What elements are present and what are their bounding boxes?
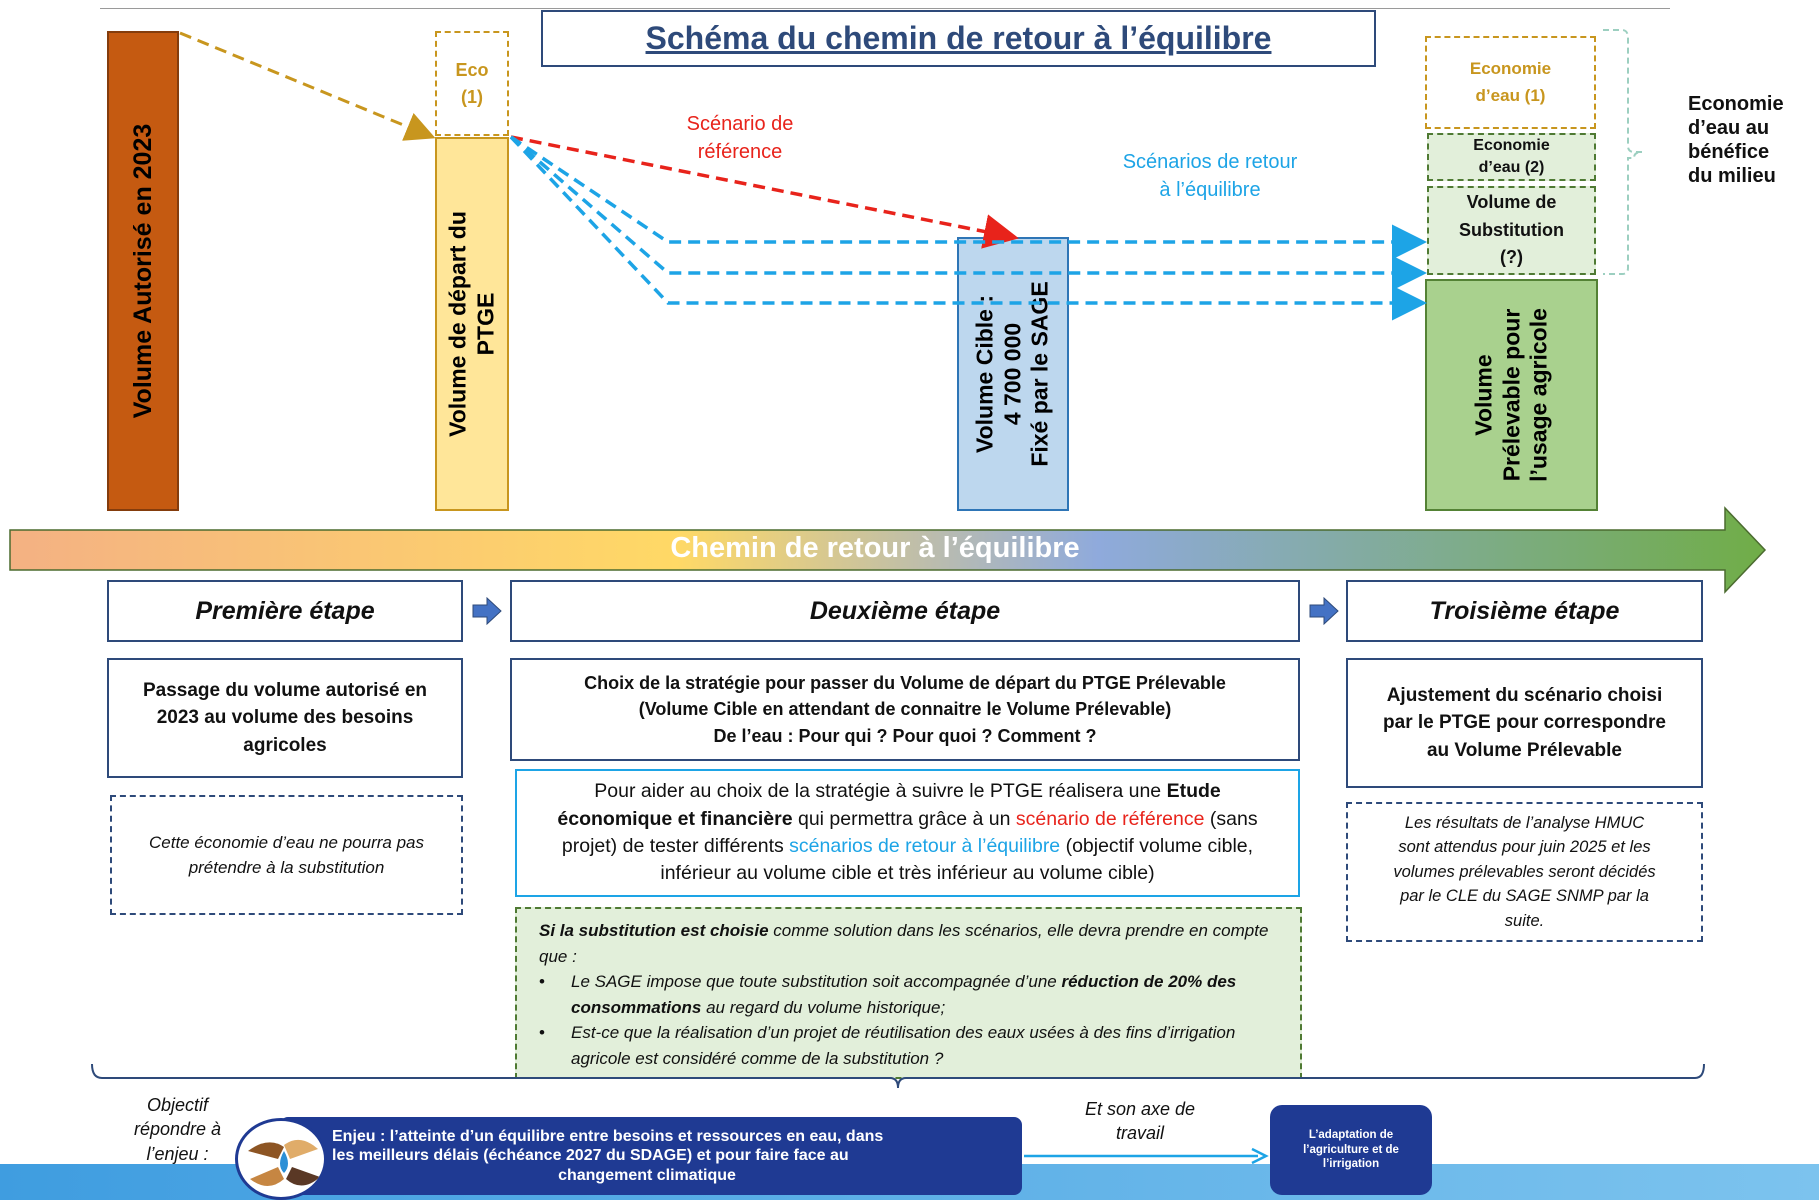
step-chevron-1 bbox=[472, 597, 502, 625]
axe-line-1: Et son axe de bbox=[1084, 1099, 1196, 1119]
scenario-reference-line-1: Scénario de bbox=[686, 113, 794, 135]
arrow-scenario-retour-3 bbox=[509, 135, 1427, 321]
substitution-lead: Si la substitution est choisie comme sol… bbox=[539, 921, 1269, 966]
step-1-desc-line-3: agricoles bbox=[243, 734, 327, 756]
substitution-bullet-2: • Est-ce que la réalisation d’un projet … bbox=[539, 1020, 1278, 1071]
bar-volume-depart: Volume de départ du PTGE bbox=[435, 137, 509, 511]
eco-box: Eco (1) bbox=[435, 31, 509, 136]
etude-text: Pour aider au choix de la stratégie à su… bbox=[557, 780, 1258, 885]
step-3-note-line-4: par le CLE du SAGE SNMP par la bbox=[1400, 887, 1649, 906]
step-1-note-line-2: prétendre à la substitution bbox=[188, 858, 385, 877]
step-1-note-line-1: Cette économie d’eau ne pourra pas bbox=[148, 832, 424, 852]
chemin-label: Chemin de retour à l’équilibre bbox=[670, 532, 1080, 564]
bottom-brace bbox=[91, 1063, 1705, 1089]
etude-scenario-reference: scénario de référence bbox=[1015, 807, 1205, 830]
step-2-desc-line-1: Choix de la stratégie pour passer du Vol… bbox=[584, 673, 1226, 694]
step-2-header: Deuxième étape bbox=[510, 580, 1300, 642]
side-label-line-1: Economie bbox=[1688, 93, 1784, 115]
substitution-note: Si la substitution est choisie comme sol… bbox=[515, 907, 1302, 1079]
scenarios-retour-line-2: à l’équilibre bbox=[1159, 179, 1261, 201]
economie-1-line-2: d’eau (1) bbox=[1475, 85, 1546, 105]
step-3-note-line-1: Les résultats de l’analyse HMUC bbox=[1404, 813, 1645, 832]
chemin-arrow bbox=[9, 506, 1767, 594]
step-1-note: Cette économie d’eau ne pourra pas préte… bbox=[110, 795, 463, 915]
etude-box: Pour aider au choix de la stratégie à su… bbox=[515, 769, 1300, 897]
economie-1-box: Economie d’eau (1) bbox=[1425, 36, 1596, 129]
step-1-desc-line-1: Passage du volume autorisé en bbox=[142, 679, 428, 701]
objectif-line-2: répondre à bbox=[133, 1119, 222, 1140]
step-1-desc-line-2: 2023 au volume des besoins bbox=[156, 707, 414, 729]
step-3-note-line-3: volumes prélevables seront décidés bbox=[1393, 862, 1656, 881]
step-1-header: Première étape bbox=[107, 580, 463, 642]
adaptation-line-1: L’adaptation de bbox=[1308, 1128, 1394, 1141]
scenario-arrows bbox=[179, 31, 1427, 321]
step-2-desc-line-2: (Volume Cible en attendant de connaitre … bbox=[638, 699, 1172, 720]
axe-arrow bbox=[1024, 1147, 1269, 1165]
arrow-scenario-reference bbox=[510, 135, 1019, 249]
arrow-scenario-retour-1 bbox=[510, 135, 1427, 260]
step-2-description: Choix de la stratégie pour passer du Vol… bbox=[510, 658, 1300, 761]
bullet-dot: • bbox=[539, 972, 545, 991]
bar-volume-cible: Volume Cible : 4 700 000 Fixé par le SAG… bbox=[957, 237, 1069, 511]
step-3-desc-line-3: au Volume Prélevable bbox=[1426, 739, 1622, 761]
economie-1-line-1: Economie bbox=[1469, 59, 1552, 79]
substitution-line-2: Substitution bbox=[1459, 219, 1564, 240]
bar-volume-prelevable: Volume Prélevable pour l’usage agricole bbox=[1425, 279, 1598, 511]
right-brace bbox=[1603, 29, 1643, 275]
objectif-label: Objectif répondre à l’enjeu : bbox=[120, 1093, 235, 1166]
bar-volume-autorise: Volume Autorisé en 2023 bbox=[107, 31, 179, 511]
side-label-line-2: d’eau au bbox=[1688, 117, 1770, 139]
bullet-dot: • bbox=[539, 1023, 545, 1042]
top-rule bbox=[100, 8, 1670, 9]
etude-scenarios-retour: scénarios de retour à l’équilibre bbox=[789, 835, 1061, 857]
step-3-note-line-5: suite. bbox=[1504, 911, 1545, 930]
step-3-desc-line-2: par le PTGE pour correspondre bbox=[1383, 712, 1666, 734]
substitution-line-1: Volume de bbox=[1466, 191, 1557, 212]
scenario-reference-line-2: référence bbox=[697, 141, 783, 163]
enjeu-box: Enjeu : l’atteinte d’un équilibre entre … bbox=[280, 1117, 1022, 1195]
step-3-note: Les résultats de l’analyse HMUC sont att… bbox=[1346, 802, 1703, 942]
scenarios-retour-label: Scénarios de retour à l’équilibre bbox=[1100, 148, 1320, 204]
step-chevron-2 bbox=[1309, 597, 1339, 625]
step-3-header: Troisième étape bbox=[1346, 580, 1703, 642]
objectif-line-3: l’enjeu : bbox=[146, 1143, 209, 1164]
hands-water-icon bbox=[235, 1118, 327, 1200]
step-3-desc-line-1: Ajustement du scénario choisi bbox=[1386, 684, 1663, 706]
enjeu-line-2: les meilleurs délais (échéance 2027 du S… bbox=[332, 1147, 849, 1165]
adaptation-box: L’adaptation de l’agriculture et de l’ir… bbox=[1270, 1105, 1432, 1195]
side-label-line-4: du milieu bbox=[1688, 165, 1776, 187]
adaptation-line-3: l’irrigation bbox=[1322, 1158, 1380, 1171]
enjeu-line-3: changement climatique bbox=[558, 1166, 736, 1184]
axe-label: Et son axe de travail bbox=[1055, 1097, 1225, 1146]
adaptation-line-2: l’agriculture et de bbox=[1303, 1143, 1399, 1156]
economie-2-box: Economie d’eau (2) bbox=[1427, 133, 1596, 181]
step-2-desc-line-3: De l’eau : Pour qui ? Pour quoi ? Commen… bbox=[713, 725, 1097, 746]
page-title-box: Schéma du chemin de retour à l’équilibre bbox=[541, 10, 1376, 67]
axe-line-2: travail bbox=[1115, 1123, 1164, 1144]
arrow-scenario-retour-2 bbox=[509, 135, 1427, 291]
page-title: Schéma du chemin de retour à l’équilibre bbox=[645, 20, 1272, 56]
side-label-line-3: bénéfice bbox=[1688, 141, 1770, 163]
eco-line-2: (1) bbox=[461, 86, 483, 107]
economie-2-line-1: Economie bbox=[1473, 137, 1550, 155]
substitution-box: Volume de Substitution (?) bbox=[1427, 186, 1596, 275]
step-3-note-line-2: sont attendus pour juin 2025 et les bbox=[1398, 838, 1651, 857]
step-1-description: Passage du volume autorisé en 2023 au vo… bbox=[107, 658, 463, 778]
substitution-line-3: (?) bbox=[1500, 247, 1523, 268]
arrow-autorise-to-depart bbox=[179, 31, 436, 141]
side-label: Economie d’eau au bénéfice du milieu bbox=[1688, 92, 1813, 188]
economie-2-line-2: d’eau (2) bbox=[1478, 159, 1545, 176]
scenario-reference-label: Scénario de référence bbox=[660, 110, 820, 166]
scenarios-retour-line-1: Scénarios de retour bbox=[1122, 151, 1298, 173]
enjeu-line-1: Enjeu : l’atteinte d’un équilibre entre … bbox=[332, 1127, 884, 1145]
eco-line-1: Eco bbox=[455, 59, 489, 80]
objectif-line-1: Objectif bbox=[146, 1095, 209, 1115]
step-3-description: Ajustement du scénario choisi par le PTG… bbox=[1346, 658, 1703, 788]
substitution-bullet-1: • Le SAGE impose que toute substitution … bbox=[539, 969, 1278, 1020]
